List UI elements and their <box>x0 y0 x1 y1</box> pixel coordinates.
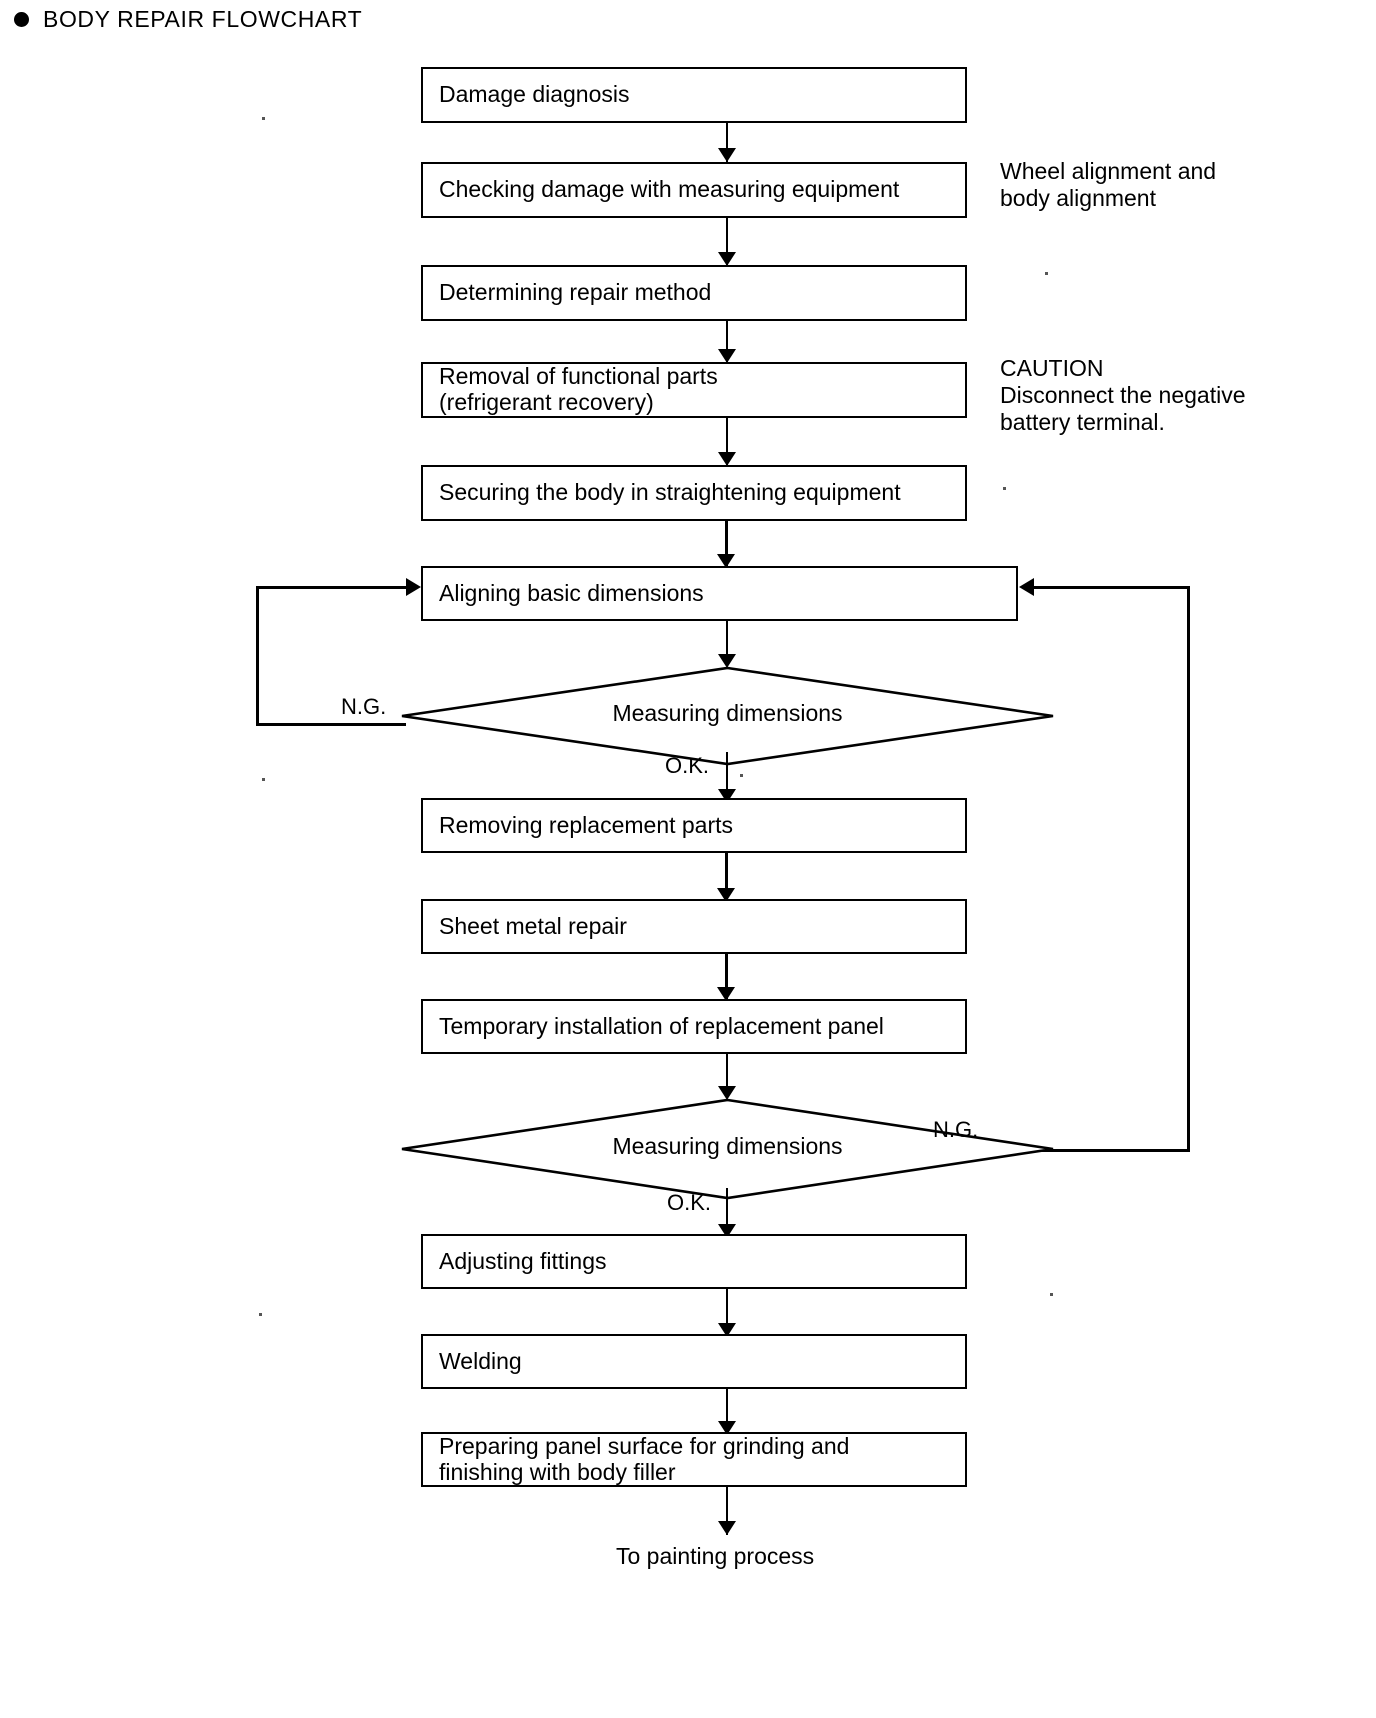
node-label: Securing the body in straightening equip… <box>439 479 901 506</box>
node-label: Aligning basic dimensions <box>439 579 704 606</box>
connector-n2-n3 <box>726 218 728 266</box>
connector-n11-n12 <box>726 1389 728 1434</box>
scan-speck <box>1003 487 1006 490</box>
node-label: Removing replacement parts <box>439 811 734 838</box>
connector-n9-d2 <box>726 1054 728 1098</box>
ng-loop-left-horizontal-top <box>256 586 408 589</box>
bullet-icon <box>14 12 29 27</box>
edge-label-ok-1: O.K. <box>665 753 710 778</box>
node-adjusting-fittings: Adjusting fittings <box>421 1234 967 1289</box>
edge-label-ok-2: O.K. <box>667 1190 712 1215</box>
note-caution: CAUTION Disconnect the negative battery … <box>1000 355 1246 436</box>
node-label: Sheet metal repair <box>439 912 627 939</box>
connector-d2-n10 <box>726 1188 728 1238</box>
node-checking-damage: Checking damage with measuring equipment <box>421 162 967 218</box>
decision-measuring-dimensions-1: Measuring dimensions <box>400 666 1055 766</box>
terminal-to-painting-process: To painting process <box>616 1543 815 1569</box>
node-label: Checking damage with measuring equipment <box>439 176 900 203</box>
arrow-down-icon <box>718 1421 736 1435</box>
node-securing-body: Securing the body in straightening equip… <box>421 465 967 521</box>
arrow-down-icon <box>718 1521 736 1535</box>
scan-speck <box>1050 1293 1053 1296</box>
arrow-down-icon <box>718 148 736 162</box>
scan-speck <box>262 778 265 781</box>
node-welding: Welding <box>421 1334 967 1389</box>
arrow-down-icon <box>718 252 736 266</box>
node-preparing-panel-surface: Preparing panel surface for grinding and… <box>421 1432 967 1487</box>
arrow-down-icon <box>718 452 736 466</box>
edge-label-ng-1: N.G. <box>341 694 387 719</box>
connector-n3-n4 <box>726 321 728 363</box>
arrow-down-icon <box>718 654 736 668</box>
ng-loop-right-horizontal-top <box>1034 586 1190 589</box>
arrow-down-icon <box>718 1086 736 1100</box>
node-label: Adjusting fittings <box>439 1247 607 1274</box>
ng-loop-left-horizontal-bottom <box>256 723 406 726</box>
ng-loop-right-horizontal-bottom <box>955 1149 1190 1152</box>
decision-measuring-dimensions-2: Measuring dimensions <box>400 1098 1055 1200</box>
node-sheet-metal-repair: Sheet metal repair <box>421 899 967 954</box>
node-damage-diagnosis: Damage diagnosis <box>421 67 967 123</box>
arrow-down-icon <box>718 1323 736 1337</box>
node-label: Preparing panel surface for grinding and… <box>439 1432 850 1485</box>
arrow-left-icon <box>1019 578 1034 596</box>
arrow-down-icon <box>718 349 736 363</box>
connector-n8-n9 <box>725 954 728 1000</box>
page-title: BODY REPAIR FLOWCHART <box>14 6 362 33</box>
connector-n4-n5 <box>726 418 728 466</box>
node-label: Determining repair method <box>439 279 712 306</box>
ng-loop-left-vertical <box>256 586 259 726</box>
connector-n12-end <box>726 1487 728 1535</box>
node-removing-replacement-parts: Removing replacement parts <box>421 798 967 853</box>
arrow-right-icon <box>406 578 421 596</box>
node-aligning-basic-dimensions: Aligning basic dimensions <box>421 566 1018 621</box>
scan-speck <box>262 117 265 120</box>
arrow-down-icon <box>717 554 735 568</box>
node-temporary-installation: Temporary installation of replacement pa… <box>421 999 967 1054</box>
connector-n5-n6 <box>725 521 728 568</box>
connector-n7-n8 <box>725 853 728 902</box>
node-label: Temporary installation of replacement pa… <box>439 1012 884 1039</box>
scan-speck <box>259 1313 262 1316</box>
arrow-down-icon <box>717 888 735 902</box>
connector-n6-d1 <box>726 621 728 666</box>
scan-speck <box>1045 272 1048 275</box>
connector-d1-n7 <box>726 752 728 802</box>
edge-label-ng-2: N.G. <box>933 1117 979 1142</box>
node-determining-repair-method: Determining repair method <box>421 265 967 321</box>
arrow-down-icon <box>717 987 735 1001</box>
node-label: Damage diagnosis <box>439 81 630 108</box>
ng-loop-right-vertical <box>1187 586 1190 1152</box>
connector-n10-n11 <box>726 1289 728 1336</box>
scan-speck <box>740 774 743 777</box>
node-label: Welding <box>439 1347 522 1374</box>
connector-n1-n2 <box>726 123 728 162</box>
page-title-text: BODY REPAIR FLOWCHART <box>43 6 363 32</box>
node-label: Removal of functional parts (refrigerant… <box>439 363 718 415</box>
note-wheel-alignment: Wheel alignment and body alignment <box>1000 158 1217 212</box>
node-removal-functional-parts: Removal of functional parts (refrigerant… <box>421 362 967 418</box>
